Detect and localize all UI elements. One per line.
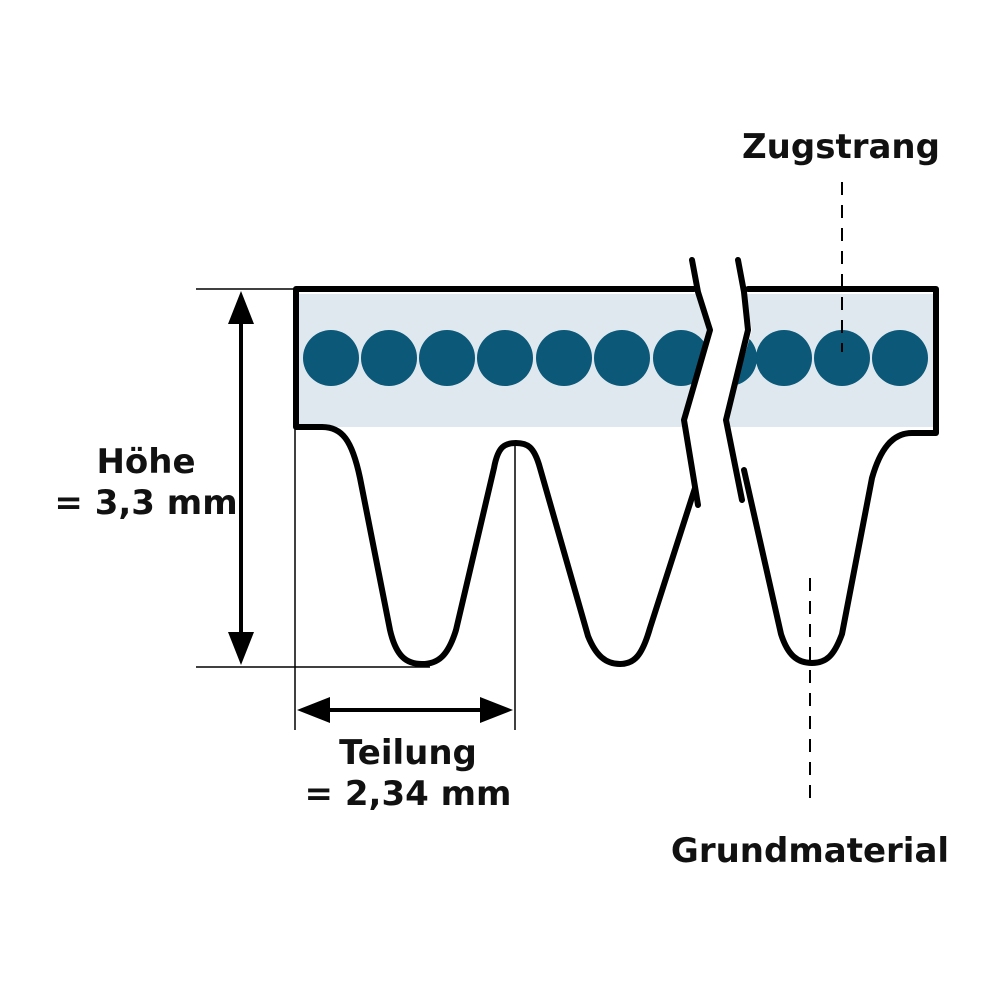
cord	[536, 330, 592, 386]
zugstrang-label: Zugstrang	[742, 127, 940, 167]
pitch-label-line2: = 2,34 mm	[305, 774, 512, 814]
arrow-left-icon	[297, 697, 330, 723]
pitch-dimension	[294, 427, 516, 730]
cord	[814, 330, 870, 386]
height-dimension	[196, 288, 430, 668]
cord	[594, 330, 650, 386]
cord	[303, 330, 359, 386]
break-mark-right-icon	[723, 257, 751, 503]
grundmaterial-label: Grundmaterial	[671, 831, 949, 871]
height-label-line2: = 3,3 mm	[54, 483, 237, 523]
cord	[872, 330, 928, 386]
tension-cords	[303, 330, 928, 386]
cord	[756, 330, 812, 386]
height-label-line1: Höhe	[96, 442, 195, 482]
belt-outline-left	[293, 286, 698, 667]
arrow-up-icon	[228, 291, 254, 324]
pitch-label-line1: Teilung	[339, 733, 477, 773]
arrow-right-icon	[480, 697, 513, 723]
belt-outline-right	[741, 286, 939, 666]
cord	[477, 330, 533, 386]
cord	[419, 330, 475, 386]
arrow-down-icon	[228, 632, 254, 665]
cord	[361, 330, 417, 386]
break-mark-left-icon	[681, 257, 713, 508]
